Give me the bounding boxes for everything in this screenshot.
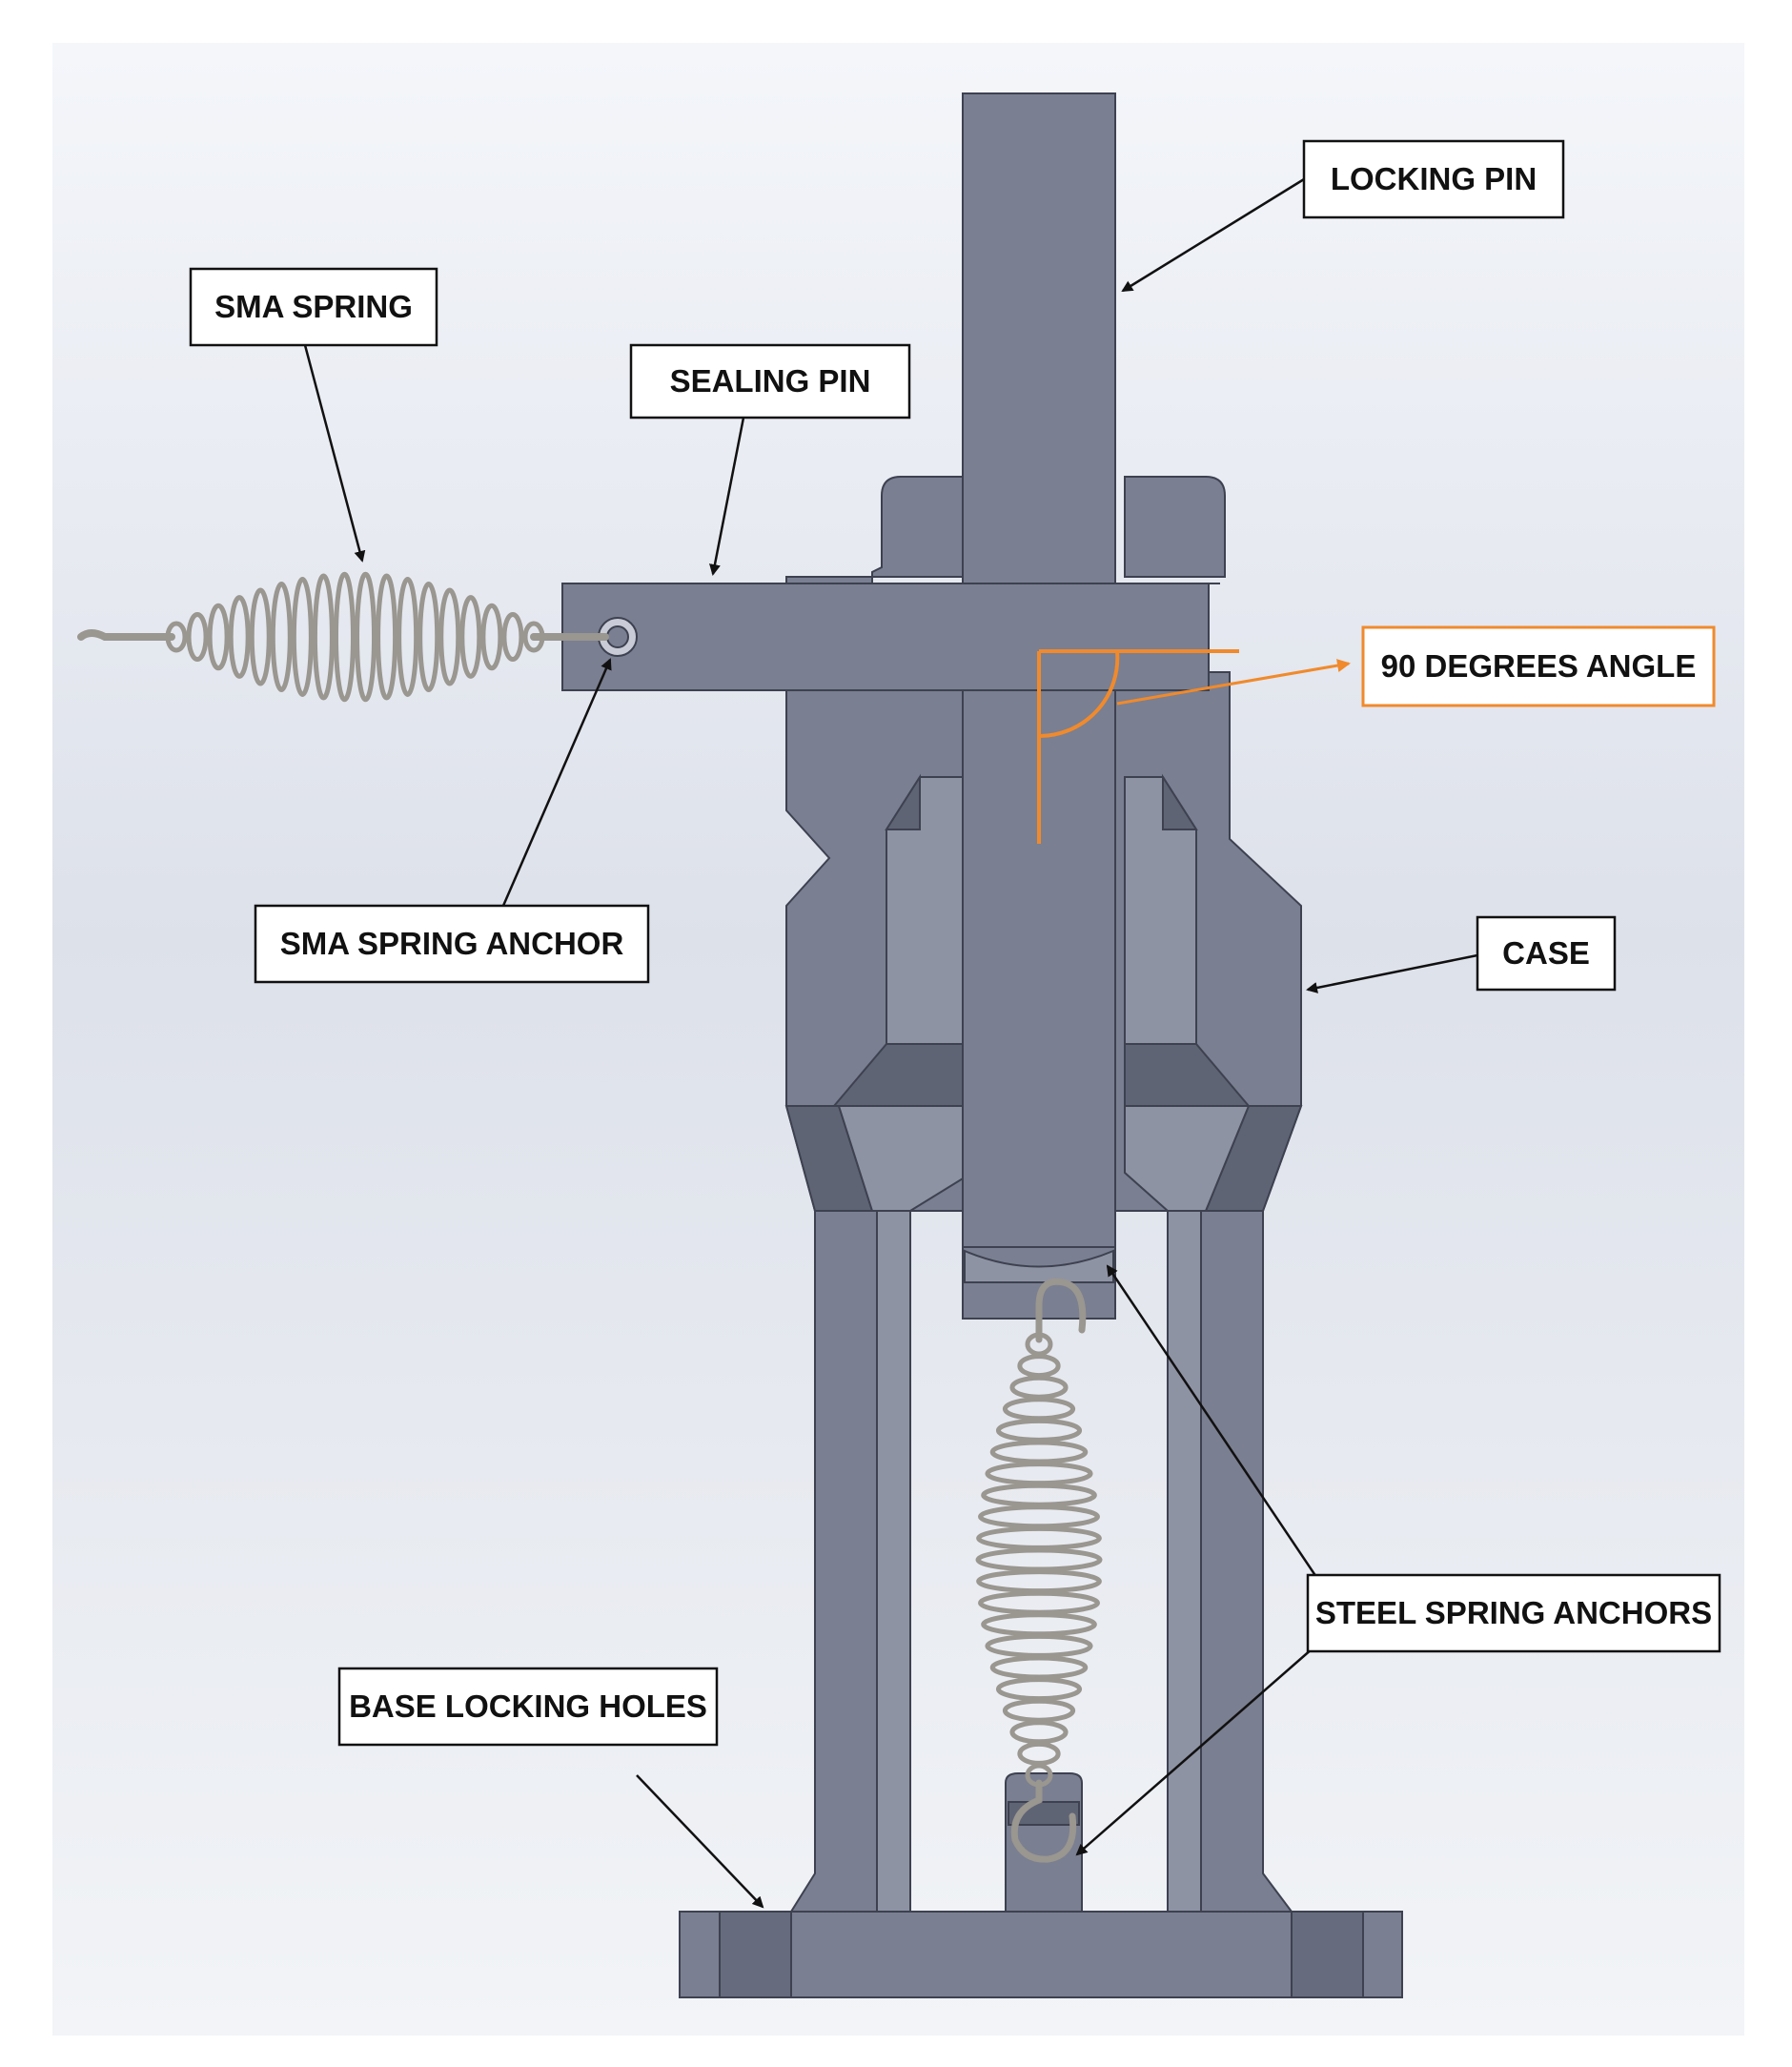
- callout-sma-spring-anchor-text: SMA SPRING ANCHOR: [280, 926, 624, 961]
- callout-sma-spring-anchor: SMA SPRING ANCHOR: [254, 904, 650, 984]
- callout-sealing-pin: SEALING PIN: [629, 343, 911, 420]
- callout-base-locking-holes: BASE LOCKING HOLES: [337, 1667, 719, 1747]
- arrow-sma-spring: [303, 344, 366, 563]
- base-locking-hole-right: [1291, 1911, 1364, 1998]
- arrow-sealing-pin: [709, 417, 745, 576]
- callout-sma-spring-text: SMA SPRING: [214, 289, 413, 324]
- callout-case-text: CASE: [1502, 935, 1590, 971]
- arrow-steel-anchor-bottom: [1075, 1641, 1321, 1856]
- angle-arrow: [1116, 659, 1351, 706]
- arrow-sma-spring-anchor: [501, 658, 612, 907]
- coil-spring-icon: [77, 571, 609, 703]
- callout-sealing-pin-text: SEALING PIN: [670, 363, 871, 399]
- coil-spring-icon: [975, 1278, 1103, 1863]
- angle-indicator: [1037, 649, 1239, 844]
- sealing-pin: [561, 583, 1220, 691]
- callout-steel-spring-anchors: STEEL SPRING ANCHORS: [1306, 1573, 1721, 1653]
- arrow-locking-pin: [1121, 177, 1305, 293]
- arrow-case: [1306, 953, 1478, 993]
- callout-angle: 90 DEGREES ANGLE: [1361, 625, 1716, 707]
- leader-lines: [303, 177, 1478, 1909]
- arrow-steel-anchor-top: [1106, 1264, 1322, 1584]
- callout-locking-pin: LOCKING PIN: [1302, 139, 1565, 219]
- sma-spring-anchor: [598, 617, 638, 657]
- case-leg-right: [1167, 1210, 1293, 1913]
- callout-sma-spring: SMA SPRING: [189, 267, 438, 347]
- callout-angle-text: 90 DEGREES ANGLE: [1381, 648, 1697, 684]
- callout-locking-pin-text: LOCKING PIN: [1331, 161, 1537, 196]
- base-locking-hole-left: [719, 1911, 792, 1998]
- callout-base-locking-holes-text: BASE LOCKING HOLES: [349, 1688, 707, 1724]
- arrow-base-locking-holes: [636, 1774, 764, 1909]
- callout-case: CASE: [1476, 915, 1617, 992]
- callout-steel-spring-anchors-text: STEEL SPRING ANCHORS: [1315, 1595, 1712, 1630]
